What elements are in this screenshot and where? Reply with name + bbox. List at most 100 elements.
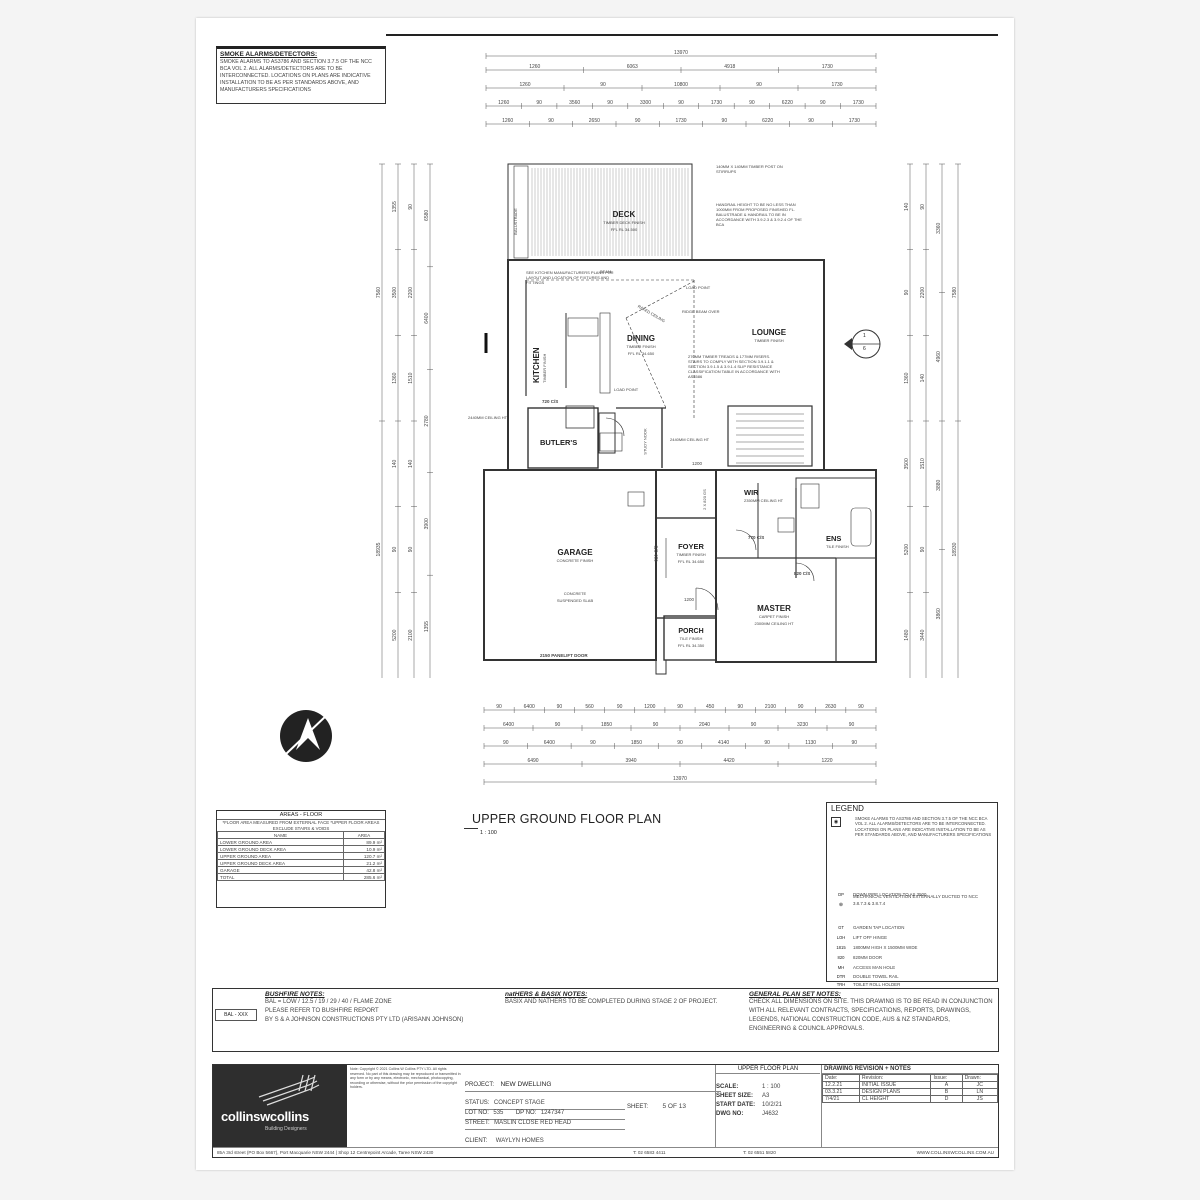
dimension-label: 90 xyxy=(920,547,926,553)
handrail-note: HANDRAIL HEIGHT TO BE NO LESS THAN 1000m… xyxy=(716,202,802,227)
dimension-label: 1480 xyxy=(904,629,910,640)
section-number-top: 1 xyxy=(863,333,866,339)
dimension-label: 90 xyxy=(858,704,864,710)
study-nook-note: STUDY NOOK xyxy=(642,428,648,455)
dimension-label: 2200 xyxy=(920,287,926,298)
drawing-name: UPPER FLOOR PLAN xyxy=(716,1065,820,1074)
door-1200-1: 1200 xyxy=(684,597,695,602)
street-row: STREET: MASLIN CLOSE RED HEAD xyxy=(465,1111,625,1130)
dimension-label: 6490 xyxy=(527,758,538,764)
logo-icon xyxy=(258,1074,320,1106)
dimension-label: 5200 xyxy=(904,544,910,555)
dimension-label: 18930 xyxy=(952,542,958,556)
legend-box: LEGEND ◉ SMOKE ALARMS TO AS3786 AND SECT… xyxy=(826,802,998,987)
dimension-label: 90 xyxy=(635,118,641,124)
brand-name: collinswcollins xyxy=(221,1109,309,1124)
dimension-label: 1360 xyxy=(392,372,398,383)
footer-strip: 85A 3rd street (PO Box 5667), Port Macqu… xyxy=(213,1147,998,1158)
dimension-label: 90 xyxy=(678,100,684,106)
dimension-label: 3440 xyxy=(920,629,926,640)
dimension-label: 2780 xyxy=(424,415,430,426)
dimension-label: 1220 xyxy=(821,758,832,764)
dimension-label: 90 xyxy=(738,704,744,710)
dimension-label: 90 xyxy=(749,100,755,106)
dimension-label: 1730 xyxy=(853,100,864,106)
dimension-label: 560 xyxy=(585,704,594,710)
dimension-label: 1730 xyxy=(822,64,833,70)
status-row: STATUS: CONCEPT STAGE xyxy=(465,1091,625,1110)
upper-block-outline xyxy=(507,259,825,471)
notes-band: BUSHFIRE NOTES: BAL = LOW / 12.5 / 19 / … xyxy=(212,988,999,1052)
dimension-label: 3230 xyxy=(797,722,808,728)
areas-title: AREAS - FLOOR xyxy=(217,811,385,820)
dimension-label: 6220 xyxy=(782,100,793,106)
dimension-label: 90 xyxy=(756,82,762,88)
dimension-label: 2040 xyxy=(699,722,710,728)
dimension-label: 90 xyxy=(677,740,683,746)
areas-header-area: AREA xyxy=(342,831,386,839)
dimension-label: 3500 xyxy=(904,458,910,469)
dimension-label: 90 xyxy=(764,740,770,746)
logo-block: collinswcollins Building Designers xyxy=(213,1065,347,1147)
smoke-note-title: SMOKE ALARMS/DETECTORS: xyxy=(220,51,318,58)
general-notes: GENERAL PLAN SET NOTES: CHECK ALL DIMENS… xyxy=(749,991,993,1032)
door-2x820: 2 X 820 GS xyxy=(701,489,707,510)
section-marker xyxy=(844,329,881,359)
revisions-table: DRAWING REVISION + NOTES Date: Revision:… xyxy=(821,1065,999,1147)
dimension-label: 140 xyxy=(392,459,398,468)
lot-row: LOT No: 535 DP No: 1247347 xyxy=(465,1101,625,1120)
dimension-label: 13970 xyxy=(674,50,688,56)
smoke-detector-icon: ◉ xyxy=(831,817,841,827)
dimension-label: 90 xyxy=(503,740,509,746)
dim-top-overall: 13970 xyxy=(485,50,877,59)
dimension-label: 13970 xyxy=(673,776,687,782)
kitchen-note: SEE KITCHEN MANUFACTURERS PLANS FOR LAYO… xyxy=(526,270,614,285)
dimension-label: 90 xyxy=(820,100,826,106)
dimension-label: 90 xyxy=(408,204,414,210)
bal-tag: BAL - XXX xyxy=(215,1009,257,1021)
dimension-label: 90 xyxy=(653,722,659,728)
ridge-beam-note: RIDGE BEAM OVER xyxy=(682,309,720,314)
dimension-label: 1130 xyxy=(805,740,816,746)
dimension-label: 4960 xyxy=(936,351,942,362)
dimension-label: 90 xyxy=(849,722,855,728)
legend-item: ⊛MECHANICAL VENTILATION EXTERNALLY DUCTE… xyxy=(829,893,995,911)
areas-note: *FLOOR AREA MEASURED FROM EXTERNAL FACE … xyxy=(222,820,380,831)
door-770: 770 C/S xyxy=(748,535,765,540)
dimension-label: 1730 xyxy=(675,118,686,124)
dimension-label: 1850 xyxy=(631,740,642,746)
ceiling-note-1: 2440mm CEILING HT xyxy=(468,415,508,420)
dimension-label: 90 xyxy=(851,740,857,746)
dimension-label: 2630 xyxy=(825,704,836,710)
dimension-label: 1850 xyxy=(601,722,612,728)
dimension-label: 90 xyxy=(798,704,804,710)
dimension-label: 90 xyxy=(677,704,683,710)
deck-boards xyxy=(531,168,689,256)
dimension-label: 90 xyxy=(808,118,814,124)
beam-note: BEAM xyxy=(600,269,612,274)
plan-title-block: UPPER GROUND FLOOR PLAN 1 : 100 xyxy=(464,812,661,836)
dimension-label: 90 xyxy=(536,100,542,106)
dimension-label: 450 xyxy=(706,704,715,710)
dimension-label: 1730 xyxy=(711,100,722,106)
dimension-label: 1510 xyxy=(920,458,926,469)
